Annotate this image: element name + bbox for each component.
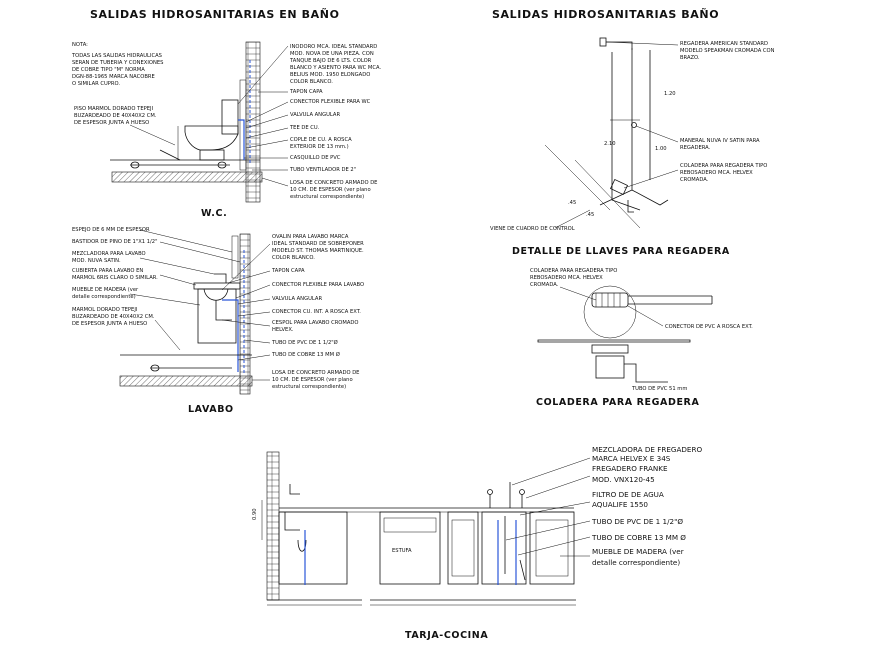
lavabo-section: ESPEJO DE 6 MM DE ESPESOR BASTIDOR DE PI… bbox=[72, 227, 365, 415]
dim-45b: .45 bbox=[586, 212, 594, 218]
regadera-callout-coladera: COLADERA PARA REGADERA TIPO REBOSADERO M… bbox=[680, 163, 769, 183]
lavabo-callout-espejo: ESPEJO DE 6 MM DE ESPESOR bbox=[72, 227, 150, 233]
lavabo-callout-losa: LOSA DE CONCRETO ARMADO DE 10 CM. DE ESP… bbox=[272, 370, 361, 390]
lavabo-callout-bastidor: BASTIDOR DE PINO DE 1"X1 1/2" bbox=[72, 239, 157, 245]
lavabo-callout-ovalin: OVALIN PARA LAVABO MARCA IDEAL STANDARD … bbox=[272, 234, 365, 261]
tarja-caption: TARJA-COCINA bbox=[405, 630, 488, 641]
dim-1-00: 1.00 bbox=[655, 146, 667, 152]
coladera-callout-tubo: TUBO DE PVC 51 mm bbox=[631, 386, 687, 392]
countertop bbox=[193, 282, 241, 290]
regadera-title: SALIDAS HIDROSANITARIAS BAÑO bbox=[492, 8, 719, 21]
stove-label: ESTUFA bbox=[392, 548, 412, 554]
regadera-callout-maneral: MANERAL NUVA IV SATIN PARA REGADERA. bbox=[680, 138, 761, 151]
tarja-callout-mueble: MUEBLE DE MADERA (ver detalle correspond… bbox=[592, 547, 686, 567]
dim-2-10: 2.10 bbox=[604, 141, 616, 147]
tarja-dim: 0.90 bbox=[252, 508, 258, 520]
faucet-icon bbox=[289, 484, 300, 495]
wc-section: SALIDAS HIDROSANITARIAS EN BAÑO NOTA: TO… bbox=[71, 8, 383, 219]
lavabo-callout-marmol: MARMOL DORADO TEPEJI BUZARDEADO DE 40X40… bbox=[72, 307, 156, 327]
wc-callout-inodoro: INODORO MCA. IDEAL STANDARD MOD. NOVA DE… bbox=[289, 44, 383, 85]
valve-handle-icon bbox=[631, 122, 637, 128]
wc-callout-ventilador: TUBO VENTILADOR DE 2" bbox=[289, 167, 356, 173]
coladera-callout-conector: CONECTOR DE PVC A ROSCA EXT. bbox=[665, 324, 753, 330]
lavabo-callout-pvc: TUBO DE PVC DE 1 1/2"Ø bbox=[271, 339, 338, 346]
dim-45a: .45 bbox=[568, 200, 576, 206]
wc-slab bbox=[111, 171, 263, 183]
tarja-callout-cobre: TUBO DE COBRE 13 MM Ø bbox=[591, 533, 686, 542]
stove bbox=[379, 511, 441, 585]
wc-callout-tee: TEE DE CU. bbox=[289, 125, 320, 131]
tarja-callout-filtro: FILTRO DE DE AGUA AQUALIFE 1550 bbox=[592, 490, 666, 509]
wc-callout-cople: COPLE DE CU. A ROSCA EXTERIOR DE 13 mm.) bbox=[290, 137, 353, 150]
wc-callout-conector: CONECTOR FLEXIBLE PARA WC bbox=[290, 99, 371, 105]
wc-callout-tapon: TAPON CAPA bbox=[289, 89, 323, 95]
lavabo-cabinet bbox=[197, 288, 237, 344]
coladera-callout-coladera: COLADERA PARA REGADERA TIPO REBOSADERO M… bbox=[530, 268, 619, 288]
regadera-callout-regadera: REGADERA AMERICAN STANDARD MODELO SPEAKM… bbox=[680, 41, 776, 61]
wc-note-heading: NOTA: bbox=[72, 42, 88, 48]
lavabo-callout-tapon: TAPON CAPA bbox=[271, 268, 305, 274]
coladera-title: COLADERA PARA REGADERA bbox=[536, 397, 699, 408]
tarja-wall bbox=[266, 451, 280, 601]
lavabo-callout-cespol: CESPOL PARA LAVABO CROMADO HELVEX. bbox=[272, 320, 360, 333]
wc-caption: W.C. bbox=[201, 208, 227, 219]
coladera-icon bbox=[591, 292, 629, 308]
tarja-callout-pvc: TUBO DE PVC DE 1 1/2"Ø bbox=[591, 517, 683, 526]
dim-1-20: 1.20 bbox=[664, 91, 676, 97]
lavabo-wall bbox=[239, 233, 251, 395]
regadera-section: SALIDAS HIDROSANITARIAS BAÑO 1.20 1.00 2… bbox=[490, 8, 776, 232]
wc-title: SALIDAS HIDROSANITARIAS EN BAÑO bbox=[90, 8, 340, 21]
wc-floor-note: PISO MARMOL DORADO TEPEJI BUZARDEADO DE … bbox=[74, 106, 158, 126]
lavabo-callout-valvula: VALVULA ANGULAR bbox=[272, 296, 322, 302]
llaves-title: DETALLE DE LLAVES PARA REGADERA bbox=[512, 246, 730, 257]
lavabo-caption: LAVABO bbox=[188, 404, 234, 415]
sink-cabinet bbox=[278, 511, 348, 585]
lavabo-right-callouts: OVALIN PARA LAVABO MARCA IDEAL STANDARD … bbox=[221, 234, 365, 390]
mirror bbox=[231, 235, 239, 279]
lavabo-left-callouts: ESPEJO DE 6 MM DE ESPESOR BASTIDOR DE PI… bbox=[72, 227, 241, 351]
lavabo-callout-cubierta: CUBIERTA PARA LAVABO EN MARMOL 6RIS CLAR… bbox=[72, 268, 158, 281]
lavabo-callout-mezcladora: MEZCLADORA PARA LAVABO MOD. NUVA SATIN. bbox=[72, 251, 147, 264]
wc-callout-casquillo: CASQUILLO DE PVC bbox=[290, 155, 341, 161]
regadera-callouts: REGADERA AMERICAN STANDARD MODELO SPEAKM… bbox=[605, 41, 776, 189]
lavabo-callout-conector: CONECTOR FLEXIBLE PARA LAVABO bbox=[272, 282, 364, 288]
regadera-view-note: VIENE DE CUADRO DE CONTROL bbox=[490, 226, 575, 232]
lavabo-callout-conector-cu: CONECTOR CU. INT. A ROSCA EXT. bbox=[272, 309, 361, 315]
toilet-icon bbox=[184, 99, 239, 161]
coladera-callouts: COLADERA PARA REGADERA TIPO REBOSADERO M… bbox=[530, 268, 753, 392]
wc-callout-losa: LOSA DE CONCRETO ARMADO DE 10 CM. DE ESP… bbox=[290, 180, 379, 200]
wc-callout-valvula: VALVULA ANGULAR bbox=[290, 112, 340, 118]
lavabo-slab bbox=[119, 375, 253, 387]
tarja-callout-mezcladora: MEZCLADORA DE FREGADERO MARCA HELVEX E 3… bbox=[592, 445, 704, 463]
tarja-callout-fregadero: FREGADERO FRANKE MOD. VNX120-45 bbox=[592, 464, 670, 484]
tarja-callouts: MEZCLADORA DE FREGADERO MARCA HELVEX E 3… bbox=[505, 445, 704, 567]
shower-head-icon bbox=[599, 37, 633, 50]
tarja-section: 0.90 ESTUFA MEZ bbox=[252, 445, 704, 641]
coladera-section: DETALLE DE LLAVES PARA REGADERA COLADERA… bbox=[512, 246, 753, 408]
lavabo-callout-cobre: TUBO DE COBRE 13 MM Ø bbox=[271, 351, 340, 358]
wc-callouts: INODORO MCA. IDEAL STANDARD MOD. NOVA DE… bbox=[237, 44, 383, 200]
wc-note: TODAS LAS SALIDAS HIDRAULICAS SERAN DE T… bbox=[71, 53, 165, 87]
lavabo-callout-mueble: MUEBLE DE MADERA (ver detalle correspond… bbox=[72, 287, 140, 300]
drain-grate-icon bbox=[610, 178, 628, 196]
